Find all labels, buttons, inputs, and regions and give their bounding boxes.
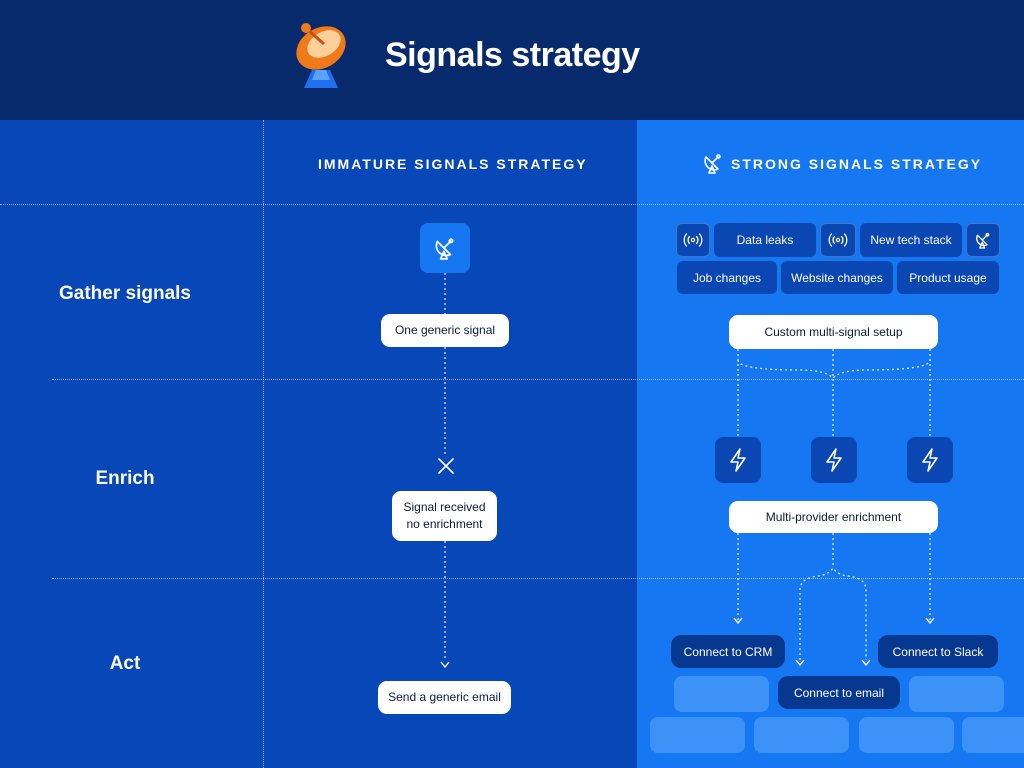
multi-provider-enrichment-box: Multi-provider enrichment bbox=[729, 501, 938, 533]
connect-slack-chip: Connect to Slack bbox=[878, 635, 998, 668]
placeholder-tile bbox=[909, 676, 1004, 712]
no-enrichment-box: Signal received no enrichment bbox=[392, 491, 497, 541]
immature-panel bbox=[0, 120, 637, 768]
lightning-icon bbox=[907, 437, 953, 483]
placeholder-tile bbox=[962, 717, 1024, 753]
satellite-dish-icon bbox=[420, 223, 470, 273]
connect-crm-chip: Connect to CRM bbox=[671, 635, 785, 668]
broadcast-icon bbox=[676, 223, 710, 257]
placeholder-tile bbox=[674, 676, 769, 712]
lightning-icon bbox=[715, 437, 761, 483]
no-enrichment-line: no enrichment bbox=[406, 517, 483, 531]
grid-line bbox=[0, 204, 1024, 205]
satellite-dish-icon bbox=[288, 18, 354, 94]
close-icon bbox=[437, 457, 455, 475]
signal-chip-website-changes: Website changes bbox=[781, 261, 893, 294]
satellite-dish-icon bbox=[703, 152, 723, 174]
header-bar bbox=[0, 0, 1024, 120]
placeholder-tile bbox=[859, 717, 954, 753]
satellite-dish-icon bbox=[966, 223, 1000, 257]
row-label-gather: Gather signals bbox=[59, 283, 191, 304]
signal-chip-new-tech-stack: New tech stack bbox=[860, 223, 962, 257]
page-title: Signals strategy bbox=[385, 36, 640, 74]
broadcast-icon bbox=[820, 223, 856, 257]
signal-chip-product-usage: Product usage bbox=[897, 261, 999, 294]
signal-chip-data-leaks: Data leaks bbox=[714, 223, 816, 257]
generic-signal-box: One generic signal bbox=[381, 314, 509, 347]
multi-signal-setup-box: Custom multi-signal setup bbox=[729, 315, 938, 349]
connect-email-chip: Connect to email bbox=[778, 676, 900, 709]
no-enrichment-line: Signal received bbox=[403, 500, 486, 514]
generic-email-box: Send a generic email bbox=[378, 681, 511, 714]
grid-line bbox=[263, 120, 264, 768]
signal-chip-job-changes: Job changes bbox=[677, 261, 777, 294]
strong-column-header: STRONG SIGNALS STRATEGY bbox=[731, 156, 983, 172]
lightning-icon bbox=[811, 437, 857, 483]
grid-line bbox=[52, 379, 1024, 380]
immature-column-header: IMMATURE SIGNALS STRATEGY bbox=[318, 156, 588, 172]
grid-line bbox=[52, 578, 1024, 579]
placeholder-tile bbox=[754, 717, 849, 753]
row-label-enrich: Enrich bbox=[95, 468, 155, 489]
row-label-act: Act bbox=[109, 653, 141, 674]
placeholder-tile bbox=[650, 717, 745, 753]
